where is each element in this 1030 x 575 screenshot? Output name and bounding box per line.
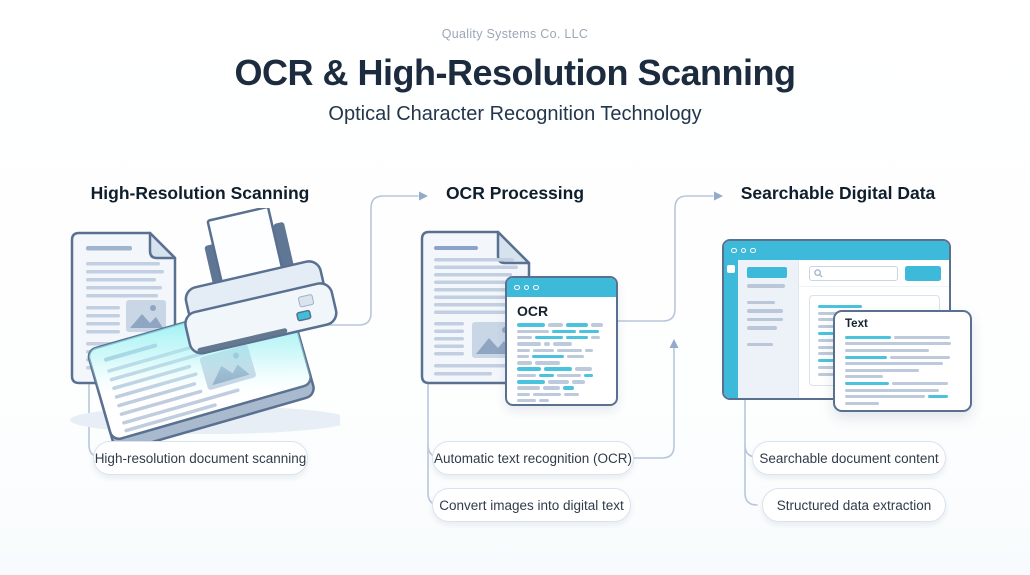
window-dot-icon (533, 284, 539, 291)
search-icon (814, 269, 823, 278)
page-subtitle: Optical Character Recognition Technology (328, 103, 702, 125)
search-button (905, 266, 941, 281)
sidebar-selected-item (747, 267, 787, 278)
page-title: OCR & High-Resolution Scanning (234, 52, 796, 93)
search-input (809, 266, 898, 281)
connector-pill-up (633, 347, 675, 459)
window-dot-icon (740, 247, 746, 254)
caption-pill: Automatic text recognition (OCR) (432, 441, 634, 475)
caption-pill: High-resolution document scanning (93, 441, 308, 475)
scanner-button (296, 309, 312, 322)
company-name: Quality Systems Co. LLC (441, 27, 589, 41)
source-document-illustration (420, 230, 531, 385)
caption-pill: Structured data extraction (762, 488, 946, 522)
extracted-text-lines (845, 334, 960, 407)
app-rail (724, 260, 738, 398)
app-icon (727, 265, 735, 273)
scanner-illustration (70, 208, 340, 443)
sidebar (738, 260, 799, 398)
text-detail-card: Text (833, 310, 972, 412)
text-card-title: Text (845, 318, 868, 330)
column-header-data: Searchable Digital Data (740, 183, 936, 203)
caption-pill: Convert images into digital text (432, 488, 631, 522)
arrowhead-up (669, 339, 679, 348)
window-dot-icon (523, 284, 529, 291)
connector-ocr-to-data (617, 195, 714, 322)
window-dot-icon (514, 284, 520, 291)
image-placeholder-icon (126, 300, 166, 332)
caption-pill: Searchable document content (752, 441, 946, 475)
column-header-scanning: High-Resolution Scanning (90, 183, 310, 203)
arrowhead-right-2 (714, 191, 723, 201)
window-titlebar (507, 278, 616, 297)
connector-scan-to-ocr (309, 195, 419, 326)
arrowhead-right-1 (419, 191, 428, 201)
window-dot-icon (731, 247, 737, 254)
window-dot-icon (750, 247, 756, 254)
recognized-text-lines (507, 322, 616, 404)
printer-icon (184, 208, 338, 355)
window-titlebar (724, 241, 949, 260)
column-header-ocr: OCR Processing (445, 183, 585, 203)
ocr-window-title: OCR (517, 303, 549, 319)
ocr-window: OCR (505, 276, 618, 406)
